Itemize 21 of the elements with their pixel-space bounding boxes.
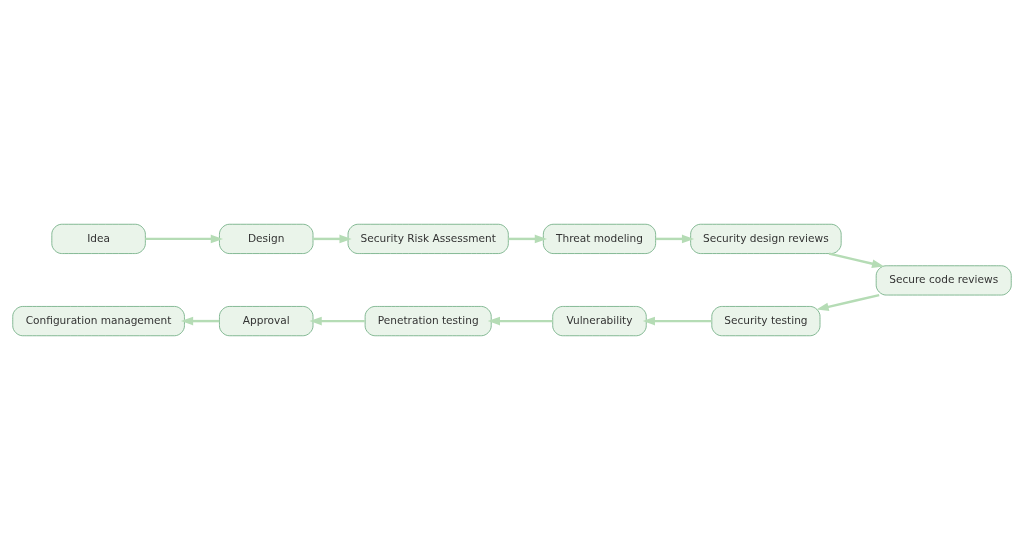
arrow: [313, 234, 352, 244]
arrow: [642, 316, 712, 326]
arrow: [816, 293, 880, 312]
node-box: Design: [219, 223, 314, 254]
arrow: [828, 252, 885, 268]
node-box: Penetration testing: [364, 306, 492, 337]
node-box: Idea: [51, 223, 146, 254]
node-box: Security testing: [711, 306, 821, 337]
arrow: [145, 234, 223, 244]
arrow: [508, 234, 547, 244]
node-box: Security Risk Assessment: [347, 223, 509, 254]
arrow: [655, 234, 695, 244]
node-box: Approval: [219, 306, 314, 337]
node-box: Configuration management: [12, 306, 185, 337]
node-box: Security design reviews: [690, 223, 842, 254]
arrow: [180, 316, 220, 326]
node-box: Vulnerability: [552, 306, 647, 337]
arrow: [309, 316, 365, 326]
node-box: Threat modeling: [542, 223, 657, 254]
node-box: Secure code reviews: [875, 265, 1012, 296]
arrow: [487, 316, 553, 326]
